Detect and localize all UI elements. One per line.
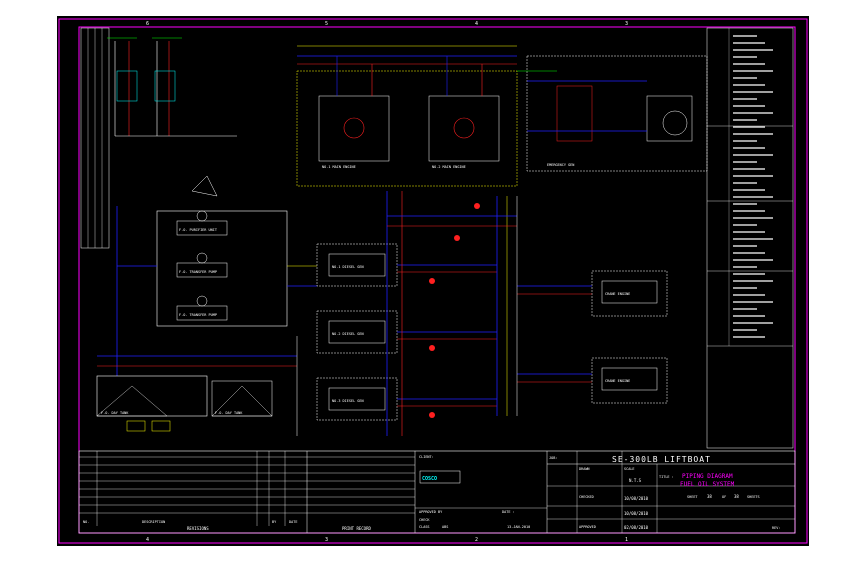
crane-engine-1-label: CRANE ENGINE <box>605 292 630 296</box>
approved-by-label: APPROVED BY <box>419 510 443 514</box>
title-label: TITLE : <box>659 475 674 479</box>
grid-ref-bottom-1: 4 <box>146 537 149 543</box>
sheets-label: SHEETS <box>747 495 760 499</box>
grid-ref-top-4: 3 <box>625 21 628 27</box>
left-revision-strip <box>80 27 110 249</box>
purifier-area: F.O. PURIFIER UNIT F.O. TRANSFER PUMP F.… <box>116 175 317 376</box>
rev-description-header: DESCRIPTION <box>142 520 165 524</box>
legend-rows <box>733 35 773 338</box>
purifier-label: F.O. PURIFIER UNIT <box>179 228 218 232</box>
revision-grid <box>79 451 415 526</box>
drawn-label: DRAWN <box>579 467 590 471</box>
rev-no-header: NO. <box>83 520 89 524</box>
piping-diagram: 6 5 4 3 4 3 2 1 F.O. PURIFIER UNIT F.O. … <box>58 18 808 544</box>
grid-ref-top-1: 6 <box>146 21 149 27</box>
date-label: DATE : <box>502 510 515 514</box>
transfer-pump-1-label: F.O. TRANSFER PUMP <box>179 270 217 274</box>
grid-ref-top-2: 5 <box>325 21 328 27</box>
of-label: OF <box>722 495 726 499</box>
day-tank-area: F.O. DAY TANK F.O. DAY TANK <box>96 336 298 436</box>
right-equipment-area: CRANE ENGINE CRANE ENGINE EMERGENCY GEN <box>516 55 708 416</box>
main-engine-2-label: NO.2 MAIN ENGINE <box>432 165 466 169</box>
main-engine-area: NO.1 MAIN ENGINE NO.2 MAIN ENGINE <box>296 45 518 187</box>
rev-date-header: DATE <box>289 520 297 524</box>
company-logo: COSCO <box>422 476 437 482</box>
title-block <box>78 450 796 534</box>
class-value: ABS <box>442 525 448 529</box>
emergency-gen-label: EMERGENCY GEN <box>547 163 574 167</box>
revisions-header: REVISIONS <box>187 526 209 531</box>
day-tank-1-label: F.O. DAY TANK <box>101 411 129 415</box>
scale-value: N.T.S <box>629 478 642 483</box>
drawing-title-1: PIPING DIAGRAM <box>682 473 733 480</box>
main-engine-1-label: NO.1 MAIN ENGINE <box>322 165 356 169</box>
legend-table <box>706 27 794 449</box>
sheet-number: 38 <box>707 494 712 499</box>
date-1: 10/08/2010 <box>624 496 649 501</box>
rev-by-header: BY <box>272 520 277 524</box>
date-2: 10/08/2010 <box>624 511 649 516</box>
project-title: SE-300LB LIFTBOAT <box>612 455 711 464</box>
grid-ref-top-3: 4 <box>475 21 478 27</box>
drawing-canvas: 6 5 4 3 4 3 2 1 F.O. PURIFIER UNIT F.O. … <box>57 16 809 546</box>
print-record-header: PRINT RECORD <box>342 526 371 531</box>
rev-label: REV: <box>772 526 780 530</box>
generator-area: NO.1 DIESEL GEN NO.2 DIESEL GEN NO.3 DIE… <box>316 191 517 436</box>
check-label: CHECK <box>419 518 430 522</box>
cmp-date: 13-JAN-2010 <box>507 525 530 529</box>
job-label: JOB: <box>549 456 557 460</box>
transfer-pump-2-label: F.O. TRANSFER PUMP <box>179 313 217 317</box>
drawing-title-2: FUEL OIL SYSTEM <box>680 481 735 488</box>
grid-ref-bottom-4: 1 <box>625 537 628 543</box>
top-left-valve-group <box>107 37 237 137</box>
class-label: CLASS <box>419 525 430 529</box>
generator-1-label: NO.1 DIESEL GEN <box>332 265 364 269</box>
outer-frame <box>58 18 808 544</box>
checked-label: CHECKED <box>579 495 594 499</box>
grid-ref-bottom-2: 3 <box>325 537 328 543</box>
approved-label: APPROVED <box>579 525 596 529</box>
sheet-label: SHEET <box>687 495 698 499</box>
generator-3-label: NO.3 DIESEL GEN <box>332 399 364 403</box>
scale-label: SCALE <box>624 467 635 471</box>
day-tank-2-label: F.O. DAY TANK <box>215 411 243 415</box>
total-sheets: 38 <box>734 494 739 499</box>
generator-2-label: NO.2 DIESEL GEN <box>332 332 364 336</box>
client-label: CLIENT: <box>419 455 434 459</box>
date-3: 02/08/2010 <box>624 525 649 530</box>
grid-ref-bottom-3: 2 <box>475 537 478 543</box>
crane-engine-2-label: CRANE ENGINE <box>605 379 630 383</box>
